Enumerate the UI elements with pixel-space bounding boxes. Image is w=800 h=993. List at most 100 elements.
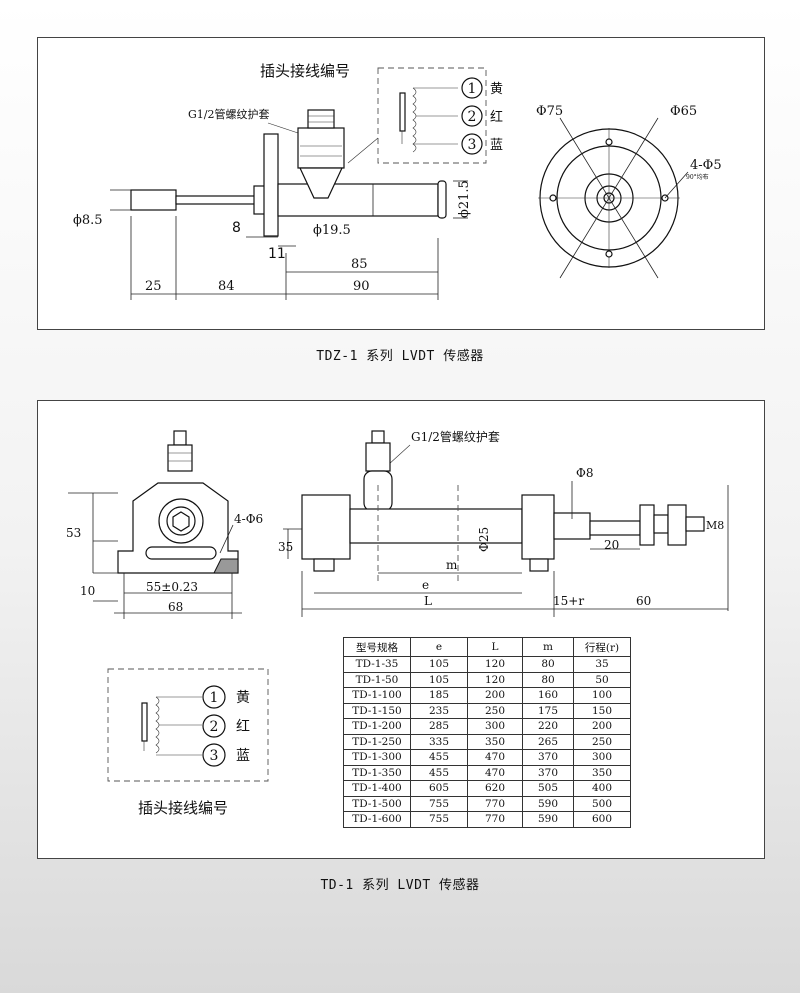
td1-side-view bbox=[301, 430, 705, 572]
dim-flange-outer: Φ75 bbox=[536, 104, 563, 119]
dim-35: 35 bbox=[278, 540, 293, 554]
table-header-row: 型号规格 e L m 行程(r) bbox=[343, 637, 631, 657]
td1-pin-3: 3 蓝 bbox=[202, 743, 250, 767]
flange-hole-note: 90°均布 bbox=[686, 173, 709, 181]
td1-pin-1-color: 黄 bbox=[236, 689, 250, 706]
table-cell: TD-1-600 bbox=[343, 811, 411, 828]
table-cell: 455 bbox=[410, 749, 468, 766]
dim-tip-dia: ϕ21.5 bbox=[457, 180, 472, 218]
dim-15r: 15+r bbox=[553, 594, 584, 608]
connector-title: 插头接线编号 bbox=[260, 62, 350, 80]
dim-8: 8 bbox=[232, 220, 241, 236]
dim-body-dia: ϕ19.5 bbox=[313, 223, 351, 238]
header-L: L bbox=[467, 637, 523, 657]
dim-11: 11 bbox=[268, 246, 286, 262]
table-cell: 120 bbox=[467, 656, 523, 673]
table-cell: 265 bbox=[522, 733, 574, 750]
coil-symbol bbox=[399, 87, 458, 153]
td1-end-view bbox=[117, 430, 239, 574]
connector-box bbox=[377, 67, 487, 164]
table-cell: TD-1-100 bbox=[343, 687, 411, 704]
table-cell: 600 bbox=[573, 811, 631, 828]
table-cell: 505 bbox=[522, 780, 574, 797]
table-cell: 755 bbox=[410, 795, 468, 812]
dim-60: 60 bbox=[636, 594, 651, 608]
td1-pin-2-color: 红 bbox=[236, 719, 250, 735]
table-cell: 350 bbox=[467, 733, 523, 750]
pin-3-color: 蓝 bbox=[490, 138, 503, 153]
tdz1-drawing-frame: 插头接线编号 1 黄 2 红 3 蓝 G1/2管螺纹护套 bbox=[37, 37, 765, 330]
table-cell: 455 bbox=[410, 764, 468, 781]
pin-2-color: 红 bbox=[490, 109, 503, 125]
table-cell: 160 bbox=[522, 687, 574, 704]
dim-flange-holes: 4-Φ5 bbox=[690, 158, 722, 173]
sensor-side-view bbox=[130, 109, 447, 237]
table-cell: 200 bbox=[467, 687, 523, 704]
table-cell: TD-1-200 bbox=[343, 718, 411, 735]
dim-L: L bbox=[424, 594, 432, 608]
table-cell: 300 bbox=[467, 718, 523, 735]
table-cell: TD-1-150 bbox=[343, 702, 411, 719]
table-cell: 370 bbox=[522, 749, 574, 766]
table-cell: 770 bbox=[467, 811, 523, 828]
pin-3: 3 蓝 bbox=[461, 133, 503, 155]
svg-text:1: 1 bbox=[468, 81, 477, 97]
dim-10: 10 bbox=[80, 584, 95, 598]
svg-text:3: 3 bbox=[210, 748, 219, 764]
dim-flange-inner: Φ65 bbox=[670, 104, 697, 119]
table-cell: 400 bbox=[573, 780, 631, 797]
table-cell: TD-1-35 bbox=[343, 656, 411, 673]
dim-20: 20 bbox=[604, 538, 619, 552]
td1-drawing: 53 10 4-Φ6 55±0.23 68 G1/2管螺纹护套 Φ25 35 Φ… bbox=[66, 429, 729, 817]
table-cell: 80 bbox=[522, 656, 574, 673]
header-m: m bbox=[522, 637, 574, 657]
table-cell: 35 bbox=[573, 656, 631, 673]
table-cell: 250 bbox=[573, 733, 631, 750]
table-cell: TD-1-50 bbox=[343, 671, 411, 688]
table-cell: 590 bbox=[522, 811, 574, 828]
table-cell: 370 bbox=[522, 764, 574, 781]
td1-coil-symbol bbox=[141, 696, 202, 756]
table-cell: 105 bbox=[410, 671, 468, 688]
td1-connector-title: 插头接线编号 bbox=[138, 799, 228, 817]
dim-68: 68 bbox=[168, 600, 183, 614]
dim-rod-dia: ϕ8.5 bbox=[73, 213, 103, 228]
td1-thread-label: G1/2管螺纹护套 bbox=[411, 429, 500, 444]
table-cell: 590 bbox=[522, 795, 574, 812]
table-cell: 185 bbox=[410, 687, 468, 704]
table-cell: 470 bbox=[467, 764, 523, 781]
pin-1-color: 黄 bbox=[490, 82, 503, 97]
svg-text:1: 1 bbox=[210, 690, 219, 706]
table-cell: 50 bbox=[573, 671, 631, 688]
tdz1-drawing: 插头接线编号 1 黄 2 红 3 蓝 G1/2管螺纹护套 bbox=[73, 62, 722, 300]
table-cell: TD-1-500 bbox=[343, 795, 411, 812]
dim-m: m bbox=[446, 558, 458, 572]
td1-caption: TD-1 系列 LVDT 传感器 bbox=[320, 878, 480, 893]
table-cell: 285 bbox=[410, 718, 468, 735]
svg-text:2: 2 bbox=[468, 109, 477, 125]
td1-connector-box bbox=[107, 668, 269, 782]
tdz1-caption: TDZ-1 系列 LVDT 传感器 bbox=[316, 349, 484, 364]
dim-55: 55±0.23 bbox=[146, 580, 198, 594]
table-cell: 175 bbox=[522, 702, 574, 719]
dim-84: 84 bbox=[218, 279, 235, 294]
svg-text:2: 2 bbox=[210, 719, 219, 735]
td1-pin-1: 1 黄 bbox=[202, 685, 250, 709]
table-cell: 220 bbox=[522, 718, 574, 735]
table-cell: 105 bbox=[410, 656, 468, 673]
td1-pin-2: 2 红 bbox=[202, 714, 250, 738]
table-cell: 300 bbox=[573, 749, 631, 766]
dim-85: 85 bbox=[351, 257, 368, 272]
table-cell: 150 bbox=[573, 702, 631, 719]
table-cell: TD-1-250 bbox=[343, 733, 411, 750]
header-stroke: 行程(r) bbox=[573, 637, 631, 657]
